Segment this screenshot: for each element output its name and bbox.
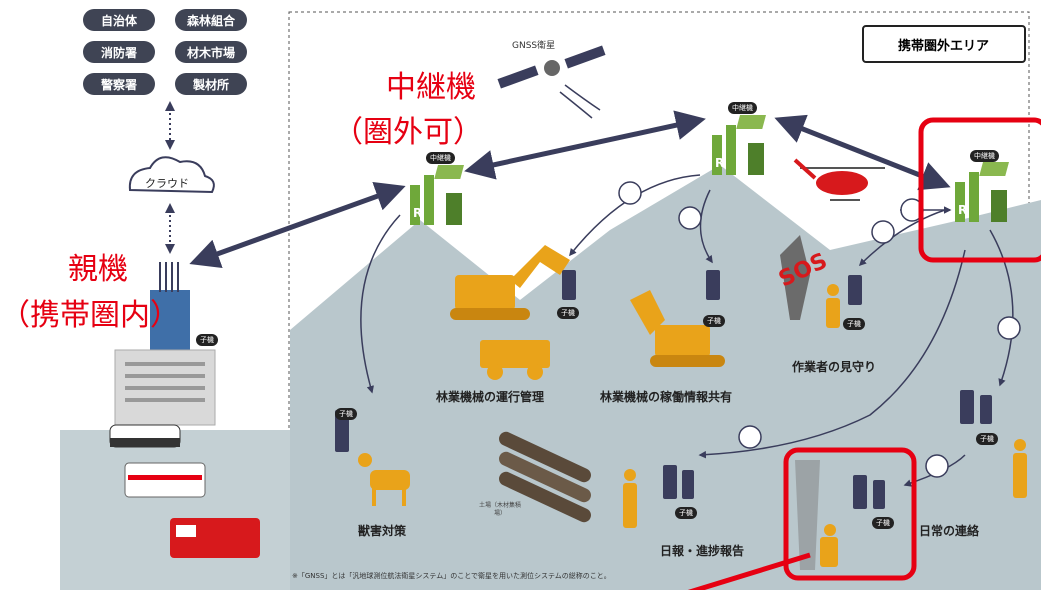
- excavator-icon-2: [630, 290, 725, 367]
- child-badge-6: 子機: [976, 433, 998, 445]
- label-operation-management: 林業機械の運行管理: [436, 390, 545, 404]
- helicopter-icon: [793, 158, 885, 201]
- highlight-pointer-line: [687, 552, 811, 590]
- child-device-icons: [335, 270, 992, 509]
- relay-relay-link-arrow-1: [464, 110, 706, 180]
- parent-device-badge: 子機: [196, 334, 218, 346]
- relay-badge-1: 中継機: [426, 152, 455, 164]
- child-badge-1: 子機: [557, 307, 579, 319]
- label-daily-contact: 日常の連絡: [919, 524, 980, 538]
- agency-fire-department: 消防署: [83, 41, 155, 63]
- label-worker-watch: 作業者の見守り: [792, 360, 877, 374]
- relay-station-icon-2: R: [712, 115, 766, 175]
- relay-highlight-box: [918, 117, 1041, 263]
- label-daily-report: 日報・進捗報告: [660, 544, 745, 558]
- relay-station-icon-1: R: [410, 165, 464, 225]
- relay-badge-2: 中継機: [728, 102, 757, 114]
- satellite-label: GNSS衛星: [512, 41, 556, 51]
- relay-relay-link-arrow-2: [774, 114, 951, 191]
- building-icon: [114, 349, 216, 426]
- agency-police: 警察署: [83, 73, 155, 95]
- legend-out-of-range: 携帯圏外エリア: [862, 25, 1026, 63]
- agency-timber-market: 材木市場: [175, 41, 247, 63]
- log-yard-label: 土場（木材集積場）: [478, 502, 521, 517]
- forwarder-icon: [480, 340, 550, 380]
- worker-highlight-box: [783, 447, 917, 581]
- parent-relay-link-arrow: [189, 182, 406, 268]
- left-ground: [60, 430, 290, 590]
- fire-truck-icon: [170, 518, 260, 558]
- relay-station-icon-3: R: [955, 162, 1009, 222]
- deer-icon: [358, 453, 410, 506]
- police-car-icon: [109, 424, 181, 448]
- child-badge-3: 子機: [843, 318, 865, 330]
- child-badge-2: 子機: [703, 315, 725, 327]
- parent-antenna-icon: [150, 262, 190, 350]
- svg-text:R: R: [715, 156, 724, 170]
- label-operation-sharing: 林業機械の稼働情報共有: [600, 390, 733, 404]
- child-badge-7: 子機: [872, 517, 894, 529]
- agency-sawmill: 製材所: [175, 73, 247, 95]
- annotation-relay-line1: 中継機: [386, 70, 476, 105]
- log-pile-icon: [499, 431, 591, 523]
- cloud-label: クラウド: [145, 177, 189, 190]
- ambulance-icon: [124, 462, 206, 498]
- label-wildlife-damage: 獣害対策: [358, 524, 407, 538]
- footnote: ※「GNSS」とは「汎地球測位航法衛星システム」のことで衛星を用いた測位システム…: [292, 572, 611, 580]
- child-badge-5: 子機: [675, 507, 697, 519]
- satellite-icon: [497, 45, 606, 119]
- dead-tree-icon: [780, 235, 820, 570]
- agency-municipality: 自治体: [83, 9, 155, 31]
- svg-text:R: R: [958, 203, 967, 217]
- svg-text:R: R: [413, 206, 422, 220]
- agency-forestry-cooperative: 森林組合: [175, 9, 247, 31]
- excavator-icon-1: [450, 245, 570, 320]
- annotation-relay-line2: （圏外可）: [333, 115, 483, 150]
- child-badge-4: 子機: [335, 408, 357, 420]
- annotation-parent-line2: （携帯圏内）: [0, 298, 180, 333]
- relay-badge-3: 中継機: [970, 150, 999, 162]
- legend-text: 携帯圏外エリア: [898, 38, 990, 54]
- worker-icons: [623, 284, 1027, 567]
- annotation-parent-line1: 親機: [68, 252, 128, 287]
